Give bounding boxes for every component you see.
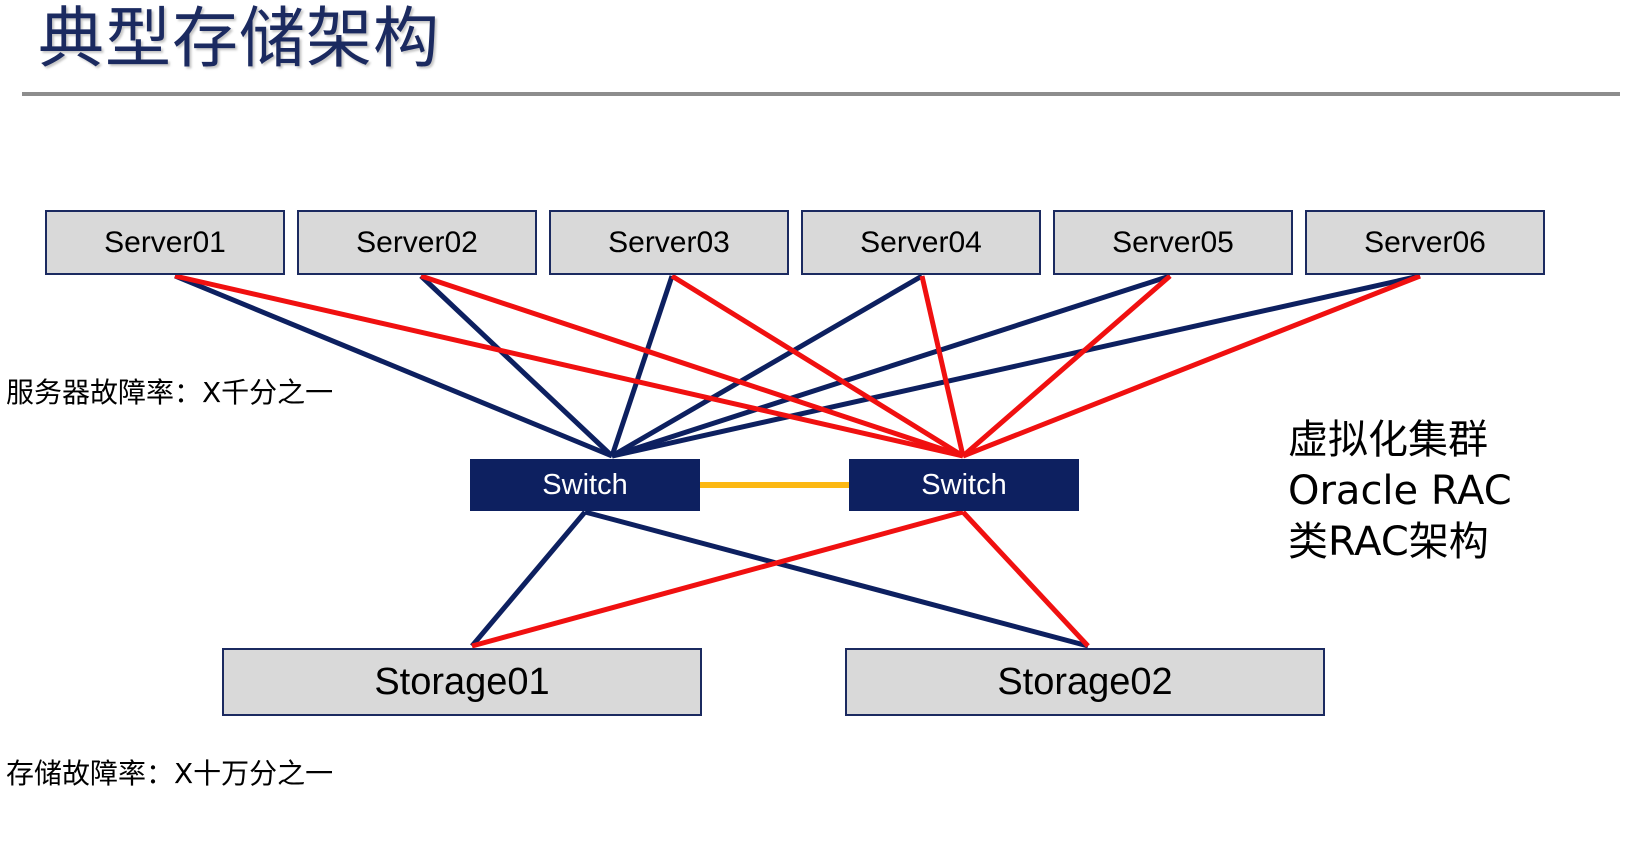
server-node-6[interactable]: Server06 (1305, 210, 1545, 275)
link-navy-server5-switch-left (611, 273, 1171, 459)
server-failure-rate-note: 服务器故障率：X千分之一 (6, 376, 334, 409)
page-title: 典型存储架构 (38, 0, 440, 77)
link-navy-server2-switch-left (419, 274, 614, 458)
server-node-1-label: Server01 (104, 225, 226, 259)
link-red-switch-right-storage01 (471, 509, 964, 649)
server-node-5[interactable]: Server05 (1053, 210, 1293, 275)
storage-failure-rate-note: 存储故障率：X十万分之一 (6, 757, 334, 790)
server-node-5-label: Server05 (1112, 225, 1234, 259)
link-navy-switch-left-storage01 (470, 510, 587, 648)
server-node-4[interactable]: Server04 (801, 210, 1041, 275)
link-red-server6-switch-right (962, 273, 1421, 459)
link-navy-server4-switch-left (610, 273, 924, 459)
server-node-6-label: Server06 (1364, 225, 1486, 259)
server-node-3[interactable]: Server03 (549, 210, 789, 275)
link-red-switch-right-storage02 (961, 510, 1090, 648)
server-node-3-label: Server03 (608, 225, 730, 259)
link-red-server5-switch-right (961, 274, 1172, 458)
switch-node-left-label: Switch (542, 468, 628, 501)
storage-node-2-label: Storage02 (997, 660, 1173, 703)
storage-node-1-label: Storage01 (374, 660, 550, 703)
link-navy-server6-switch-left (611, 273, 1421, 459)
link-red-server3-switch-right (670, 273, 965, 459)
link-red-server1-switch-right (174, 273, 964, 459)
red-link-group (174, 273, 1421, 649)
title-divider (22, 92, 1620, 96)
link-navy-switch-left-storage02 (584, 509, 1089, 649)
navy-link-group (174, 273, 1421, 649)
server-node-4-label: Server04 (860, 225, 982, 259)
cluster-note-line-2: Oracle RAC (1288, 468, 1512, 515)
cluster-note-line-3: 类RAC架构 (1288, 519, 1489, 566)
server-node-2-label: Server02 (356, 225, 478, 259)
server-node-1[interactable]: Server01 (45, 210, 285, 275)
storage-node-2[interactable]: Storage02 (845, 648, 1325, 716)
link-navy-server1-switch-left (174, 273, 613, 459)
link-navy-server3-switch-left (609, 275, 675, 457)
link-red-server4-switch-right (919, 275, 966, 457)
link-red-server2-switch-right (420, 273, 964, 459)
cluster-note: 虚拟化集群 Oracle RAC 类RAC架构 (1288, 415, 1512, 569)
cluster-note-line-1: 虚拟化集群 (1288, 417, 1488, 463)
switch-node-right[interactable]: Switch (849, 459, 1079, 511)
storage-node-1[interactable]: Storage01 (222, 648, 702, 716)
switch-node-left[interactable]: Switch (470, 459, 700, 511)
switch-node-right-label: Switch (921, 468, 1007, 501)
server-node-2[interactable]: Server02 (297, 210, 537, 275)
